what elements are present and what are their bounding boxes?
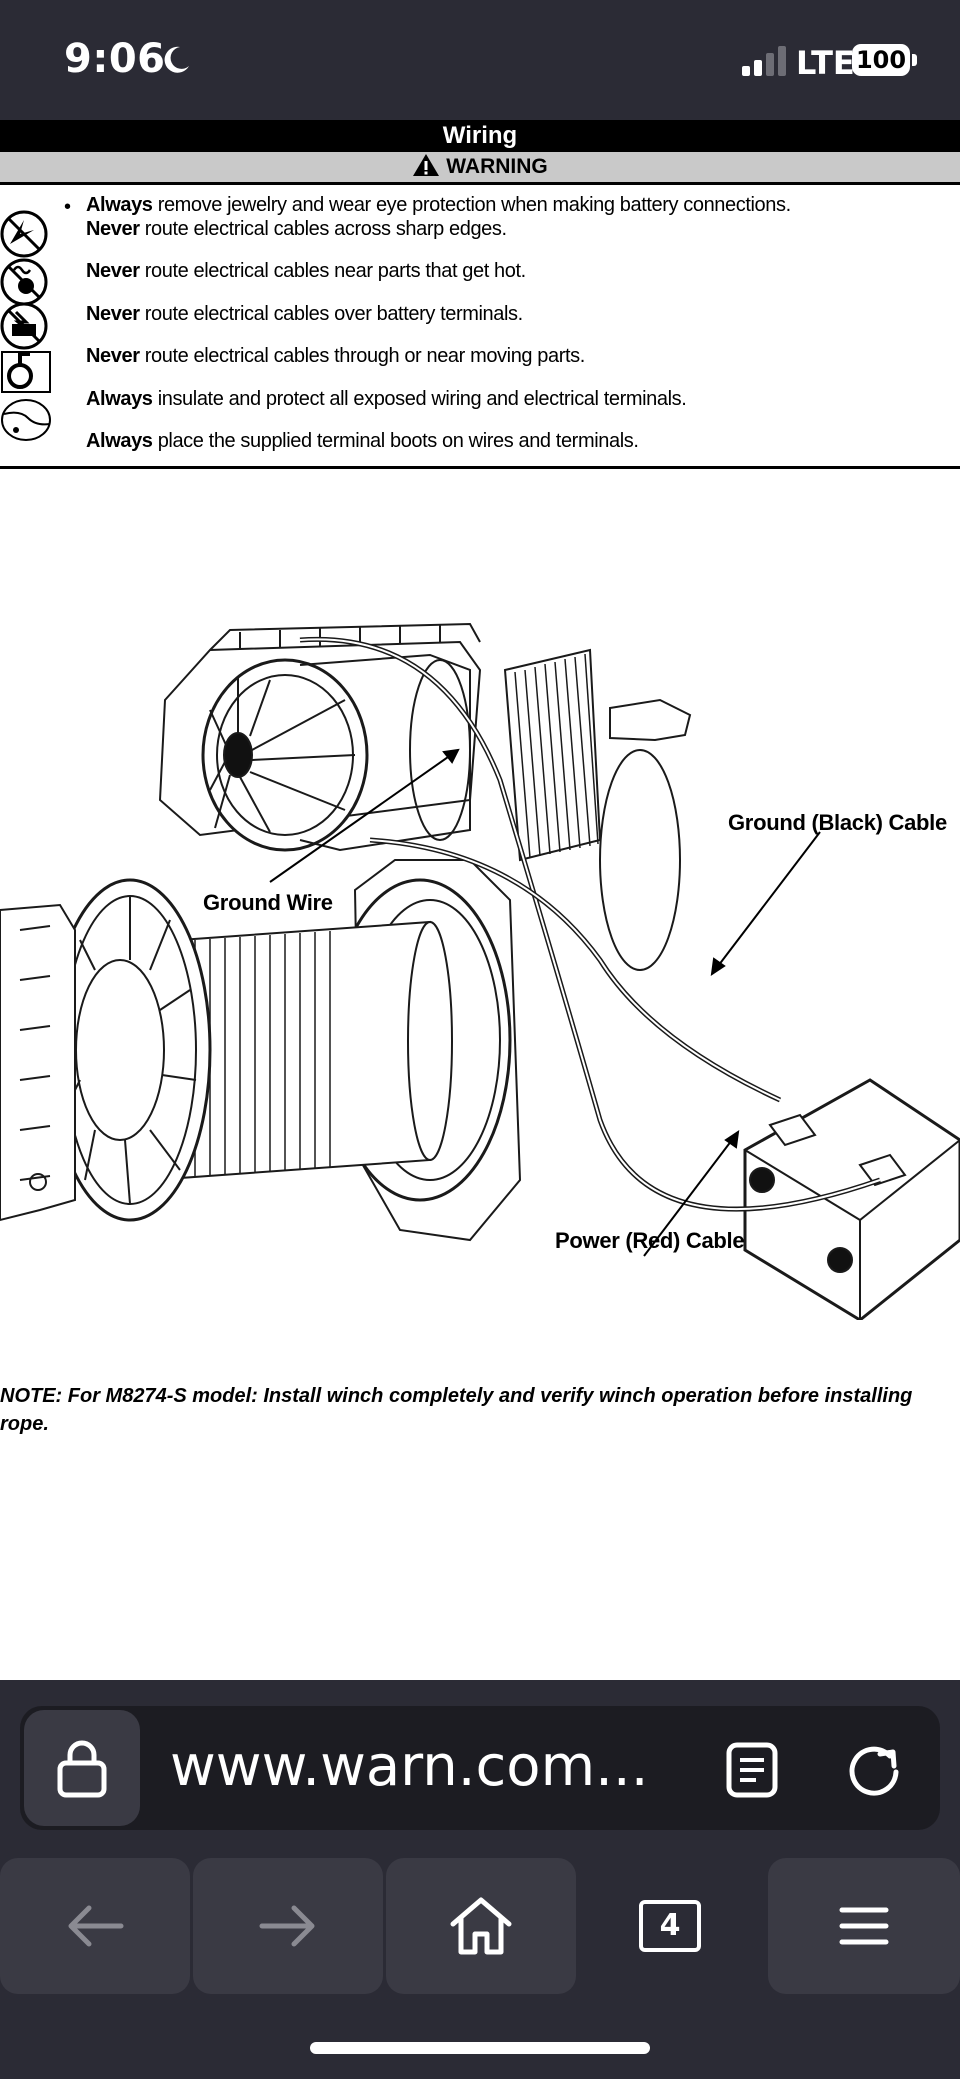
moving-parts-hazard-icon <box>1 351 51 393</box>
home-indicator[interactable] <box>310 2042 650 2054</box>
moon-icon <box>164 46 189 73</box>
section-title: Wiring <box>0 120 960 152</box>
tabs-count: 4 <box>639 1900 701 1952</box>
back-arrow-icon <box>68 1905 124 1947</box>
address-bar-area: www.warn.com... <box>0 1680 960 1850</box>
hamburger-menu-icon <box>839 1907 889 1945</box>
home-icon <box>450 1897 512 1955</box>
battery-tip <box>912 54 917 66</box>
url-text[interactable]: www.warn.com... <box>170 1734 649 1799</box>
exposed-wiring-icon <box>1 399 51 441</box>
document-page: Wiring WARNING • Always remove jewelry a… <box>0 120 960 1680</box>
address-bar[interactable]: www.warn.com... <box>20 1706 940 1830</box>
installation-note: NOTE: For M8274-S model: Install winch c… <box>0 1382 960 1438</box>
winch-wiring-illustration <box>0 622 960 1322</box>
note-line: NOTE: For M8274-S model: Install winch c… <box>0 1385 913 1407</box>
warning-header: WARNING <box>0 152 960 185</box>
warning-item: Always remove jewelry and wear eye prote… <box>86 194 791 216</box>
warning-label: WARNING <box>446 155 548 178</box>
lock-icon <box>57 1740 107 1798</box>
reader-mode-icon[interactable] <box>726 1742 778 1798</box>
note-line: rope. <box>0 1413 49 1435</box>
bullet: • <box>64 196 72 218</box>
warning-list: • Always remove jewelry and wear eye pro… <box>0 186 960 469</box>
network-type: LTE <box>796 44 855 82</box>
back-button[interactable] <box>0 1858 190 1994</box>
warning-item: Never route electrical cables over batte… <box>86 303 523 325</box>
warning-item: Never route electrical cables through or… <box>86 345 585 367</box>
warning-item: Never route electrical cables across sha… <box>86 218 507 240</box>
home-button[interactable] <box>386 1858 576 1994</box>
warning-item: Always place the supplied terminal boots… <box>86 430 639 452</box>
forward-arrow-icon <box>259 1905 315 1947</box>
menu-button[interactable] <box>768 1858 960 1994</box>
sharp-edge-hazard-icon <box>0 210 48 258</box>
warning-item: Always insulate and protect all exposed … <box>86 388 687 410</box>
wiring-diagram: Ground (Black) Cable Ground Wire Power (… <box>0 560 960 1440</box>
ground-black-cable-label: Ground (Black) Cable <box>728 810 947 835</box>
forward-button[interactable] <box>193 1858 383 1994</box>
site-security-button[interactable] <box>24 1710 140 1826</box>
power-red-cable-label: Power (Red) Cable <box>555 1228 745 1253</box>
signal-icon <box>742 46 786 76</box>
reload-icon[interactable] <box>846 1742 906 1802</box>
ground-wire-label: Ground Wire <box>203 890 333 915</box>
browser-toolbar: 4 <box>0 1850 960 2079</box>
tabs-button[interactable]: 4 <box>600 1858 740 1994</box>
status-time: 9:06 <box>64 36 166 82</box>
warning-item: Never route electrical cables near parts… <box>86 260 526 282</box>
warning-triangle-icon <box>413 154 440 176</box>
status-bar: 9:06 LTE 100 <box>0 0 960 120</box>
battery-indicator: 100 <box>852 44 910 76</box>
battery-terminal-hazard-icon <box>0 302 48 350</box>
hot-parts-hazard-icon <box>0 258 48 306</box>
